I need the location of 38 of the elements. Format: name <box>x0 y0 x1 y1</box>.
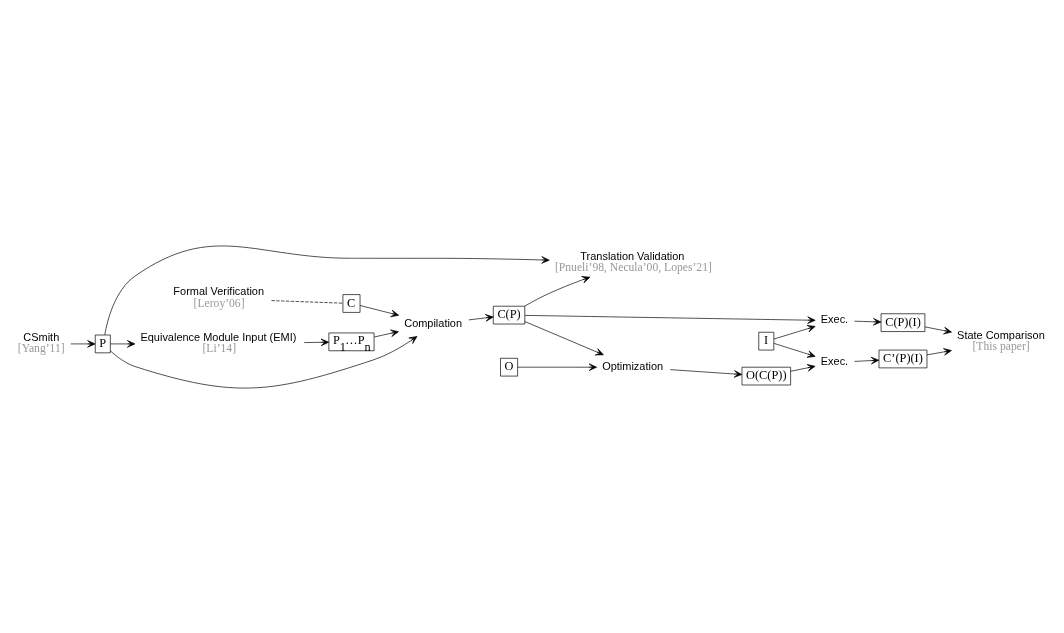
arrow <box>669 368 743 378</box>
node-text: CSmith [Yang’11] <box>17 330 65 355</box>
arrow <box>790 363 816 372</box>
arrow <box>70 339 96 348</box>
node-box: C <box>342 293 361 313</box>
node-text: Translation Validation [Pnueli’98, Necula’00, Lopes’21] <box>554 249 712 274</box>
arrow <box>854 317 882 325</box>
node-text: Equivalence Module Input (EMI) [Li’14] <box>140 330 297 355</box>
connector <box>271 299 344 304</box>
arrow <box>303 338 330 346</box>
node-text: Compilation <box>404 316 463 329</box>
arrow <box>110 339 136 348</box>
node-text: Optimization <box>602 359 664 372</box>
arrow <box>924 326 952 334</box>
node-box: O <box>500 357 518 376</box>
arrow <box>359 304 400 317</box>
node-text: Formal Verification [Leroy’06] <box>173 284 265 310</box>
arrow <box>854 356 880 364</box>
arrow <box>110 335 418 388</box>
node-text: State Comparison [This paper] <box>957 328 1045 353</box>
arrow <box>104 245 550 335</box>
node-box: P <box>94 334 111 353</box>
node-box: O(C(P)) <box>741 366 791 385</box>
arrow <box>524 314 816 324</box>
node-box: C’(P)(I) <box>878 349 928 368</box>
arrow <box>926 347 952 356</box>
arrow <box>773 342 816 358</box>
arrow <box>468 313 494 322</box>
node-box: C(P)(I) <box>880 312 926 332</box>
arrow <box>524 275 591 306</box>
arrow <box>373 329 399 337</box>
arrow <box>524 320 604 355</box>
node-text: Exec. <box>820 354 849 367</box>
arrow <box>773 324 816 339</box>
node-text: Exec. <box>820 312 849 325</box>
node-box: C(P) <box>492 305 526 324</box>
node-box: I <box>758 331 775 350</box>
arrow <box>517 362 597 371</box>
